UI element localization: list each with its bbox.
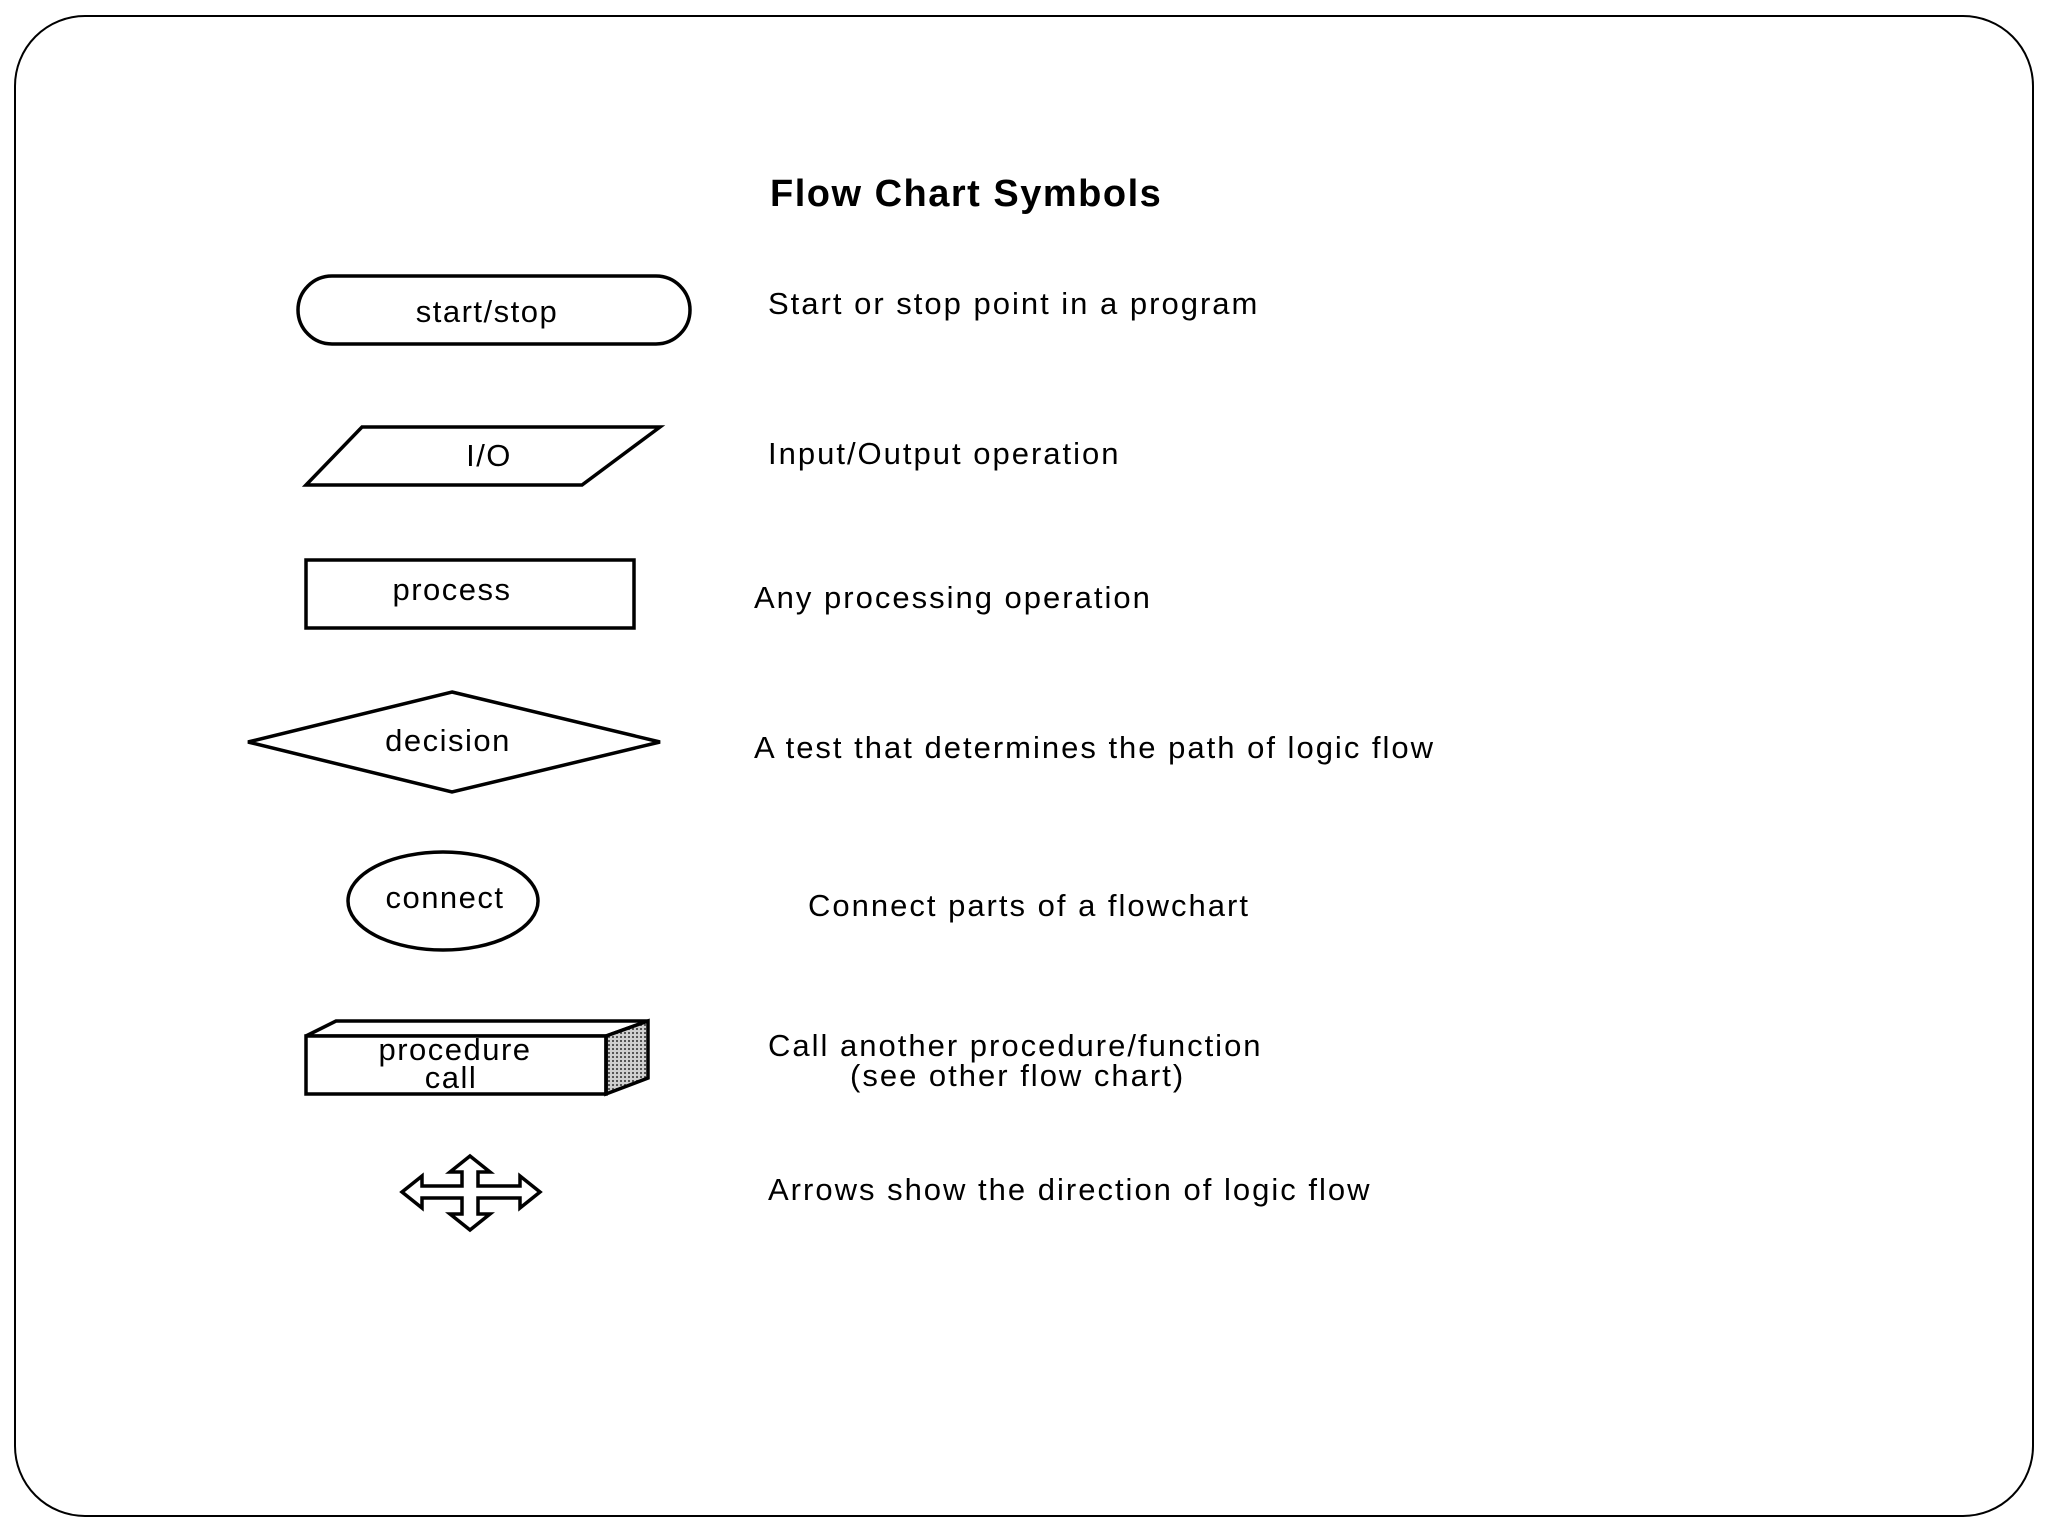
connector-circle-icon: connect (346, 850, 540, 952)
slide-frame (14, 15, 2034, 1517)
symbol-row-decision: decision A test that determines the path… (247, 690, 1435, 794)
procedure-call-box-icon: procedure call (304, 1018, 650, 1097)
symbol-description: A test that determines the path of logic… (754, 730, 1435, 765)
symbol-description: Input/Output operation (768, 436, 1121, 471)
decision-diamond-icon: decision (247, 690, 661, 794)
symbol-label-line-1: procedure (378, 1032, 531, 1067)
start-stop-terminal-icon: start/stop (296, 274, 692, 346)
symbol-label: start/stop (416, 294, 559, 329)
symbol-description-line-1: Call another procedure/function (768, 1028, 1263, 1063)
symbol-row-process: process Any processing operation (304, 558, 1152, 630)
symbol-description: Arrows show the direction of logic flow (768, 1172, 1372, 1207)
symbol-description: Start or stop point in a program (768, 286, 1259, 321)
symbol-label: I/O (466, 438, 512, 473)
symbol-description-line-2: (see other flow chart) (850, 1058, 1185, 1093)
io-parallelogram-icon: I/O (301, 425, 666, 487)
symbol-row-connect: connect Connect parts of a flowchart (346, 850, 1250, 952)
symbol-label-line-2: call (425, 1060, 478, 1095)
symbol-label: decision (385, 723, 511, 758)
symbol-description: Any processing operation (754, 580, 1152, 615)
symbol-row-procedure-call: procedure call Call another procedure/fu… (304, 1018, 1263, 1097)
symbol-label: process (392, 572, 511, 607)
page-title: Flow Chart Symbols (770, 173, 1162, 215)
symbol-label: connect (385, 880, 504, 915)
symbol-row-start-stop: start/stop Start or stop point in a prog… (296, 274, 1259, 346)
symbol-row-arrows: Arrows show the direction of logic flow (399, 1153, 1372, 1233)
symbol-row-io: I/O Input/Output operation (301, 425, 1121, 487)
process-rectangle-icon: process (304, 558, 636, 630)
four-way-arrow-icon (399, 1153, 543, 1233)
symbol-description: Connect parts of a flowchart (808, 888, 1250, 923)
